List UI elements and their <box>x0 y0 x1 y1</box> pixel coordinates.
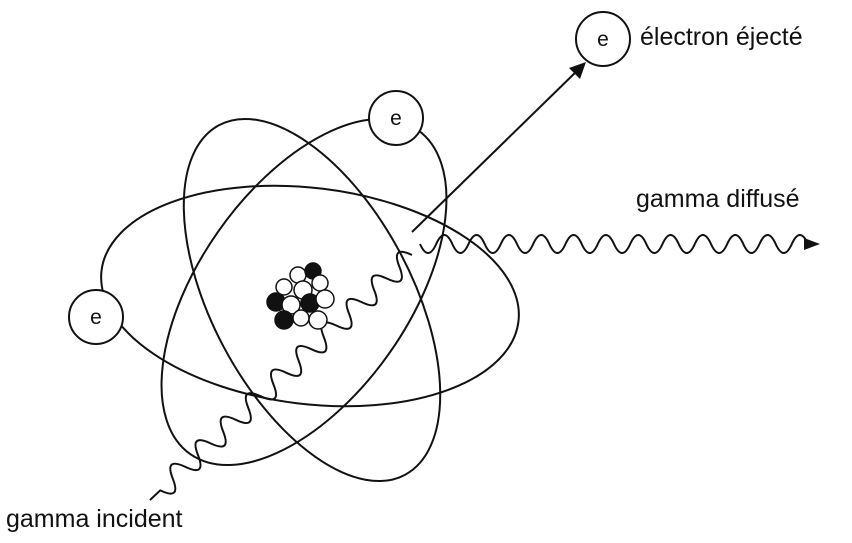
ejected-electron-label: électron éjecté <box>640 23 803 51</box>
scattered-gamma-wave <box>419 234 809 254</box>
electron-left: e <box>68 289 124 345</box>
scattered-gamma-arrowhead <box>804 238 820 250</box>
nucleus <box>266 262 335 330</box>
incident-gamma-wave <box>149 250 413 501</box>
svg-text:e: e <box>597 28 609 51</box>
scattered-gamma-label: gamma diffusé <box>636 185 800 213</box>
ejected-electron-path <box>411 67 581 233</box>
orbit-tilted-right <box>182 117 442 483</box>
svg-text:e: e <box>390 107 402 130</box>
electron-top: e <box>368 90 424 146</box>
ejected-electron-arrowhead <box>569 62 586 79</box>
electron-ejected: e <box>575 11 631 67</box>
incident-gamma-label: gamma incident <box>6 505 183 533</box>
svg-text:e: e <box>90 306 102 329</box>
orbit-horizontal <box>100 184 520 408</box>
